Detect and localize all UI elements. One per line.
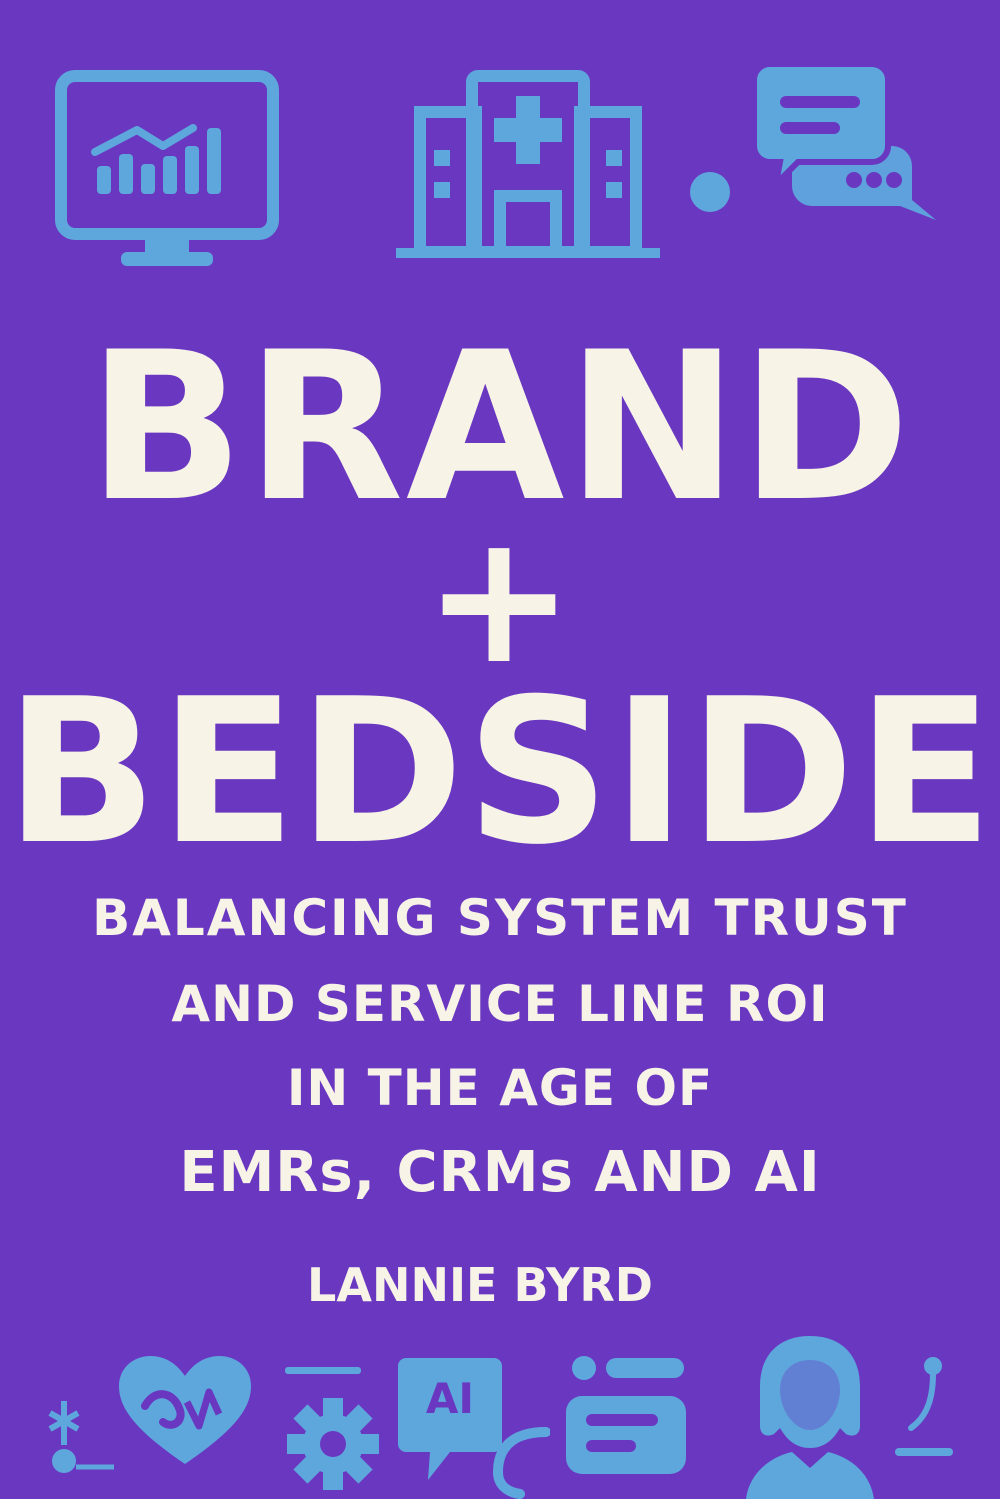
heart-pulse-icon	[119, 1356, 251, 1464]
subtitle-line-2: AND SERVICE LINE ROI	[171, 975, 829, 1033]
subtitle-line-3: IN THE AGE OF	[286, 1059, 714, 1117]
medical-symbol-icon	[48, 1401, 114, 1473]
message-card-icon	[566, 1356, 686, 1474]
cable-icon	[492, 1427, 550, 1499]
gear-icon	[287, 1398, 379, 1490]
title-bedside: BEDSIDE	[4, 656, 996, 889]
monitor-chart-icon	[55, 70, 279, 266]
connector-line-icon	[895, 1357, 953, 1456]
hospital-icon	[396, 70, 660, 258]
title-plus: +	[423, 495, 577, 704]
ai-badge-text: AI	[425, 1374, 475, 1423]
title-brand: BRAND	[87, 309, 913, 547]
author-name: LANNIE BYRD	[307, 1258, 653, 1312]
dot-icon	[690, 172, 730, 212]
subtitle-line-4: EMRs, CRMs AND AI	[179, 1140, 821, 1205]
line-decor-icon	[285, 1367, 361, 1374]
person-avatar-icon	[746, 1336, 874, 1499]
chat-bubbles-icon	[751, 61, 936, 220]
subtitle-line-1: BALANCING SYSTEM TRUST	[92, 889, 908, 947]
ai-chat-icon: AI	[398, 1354, 503, 1494]
